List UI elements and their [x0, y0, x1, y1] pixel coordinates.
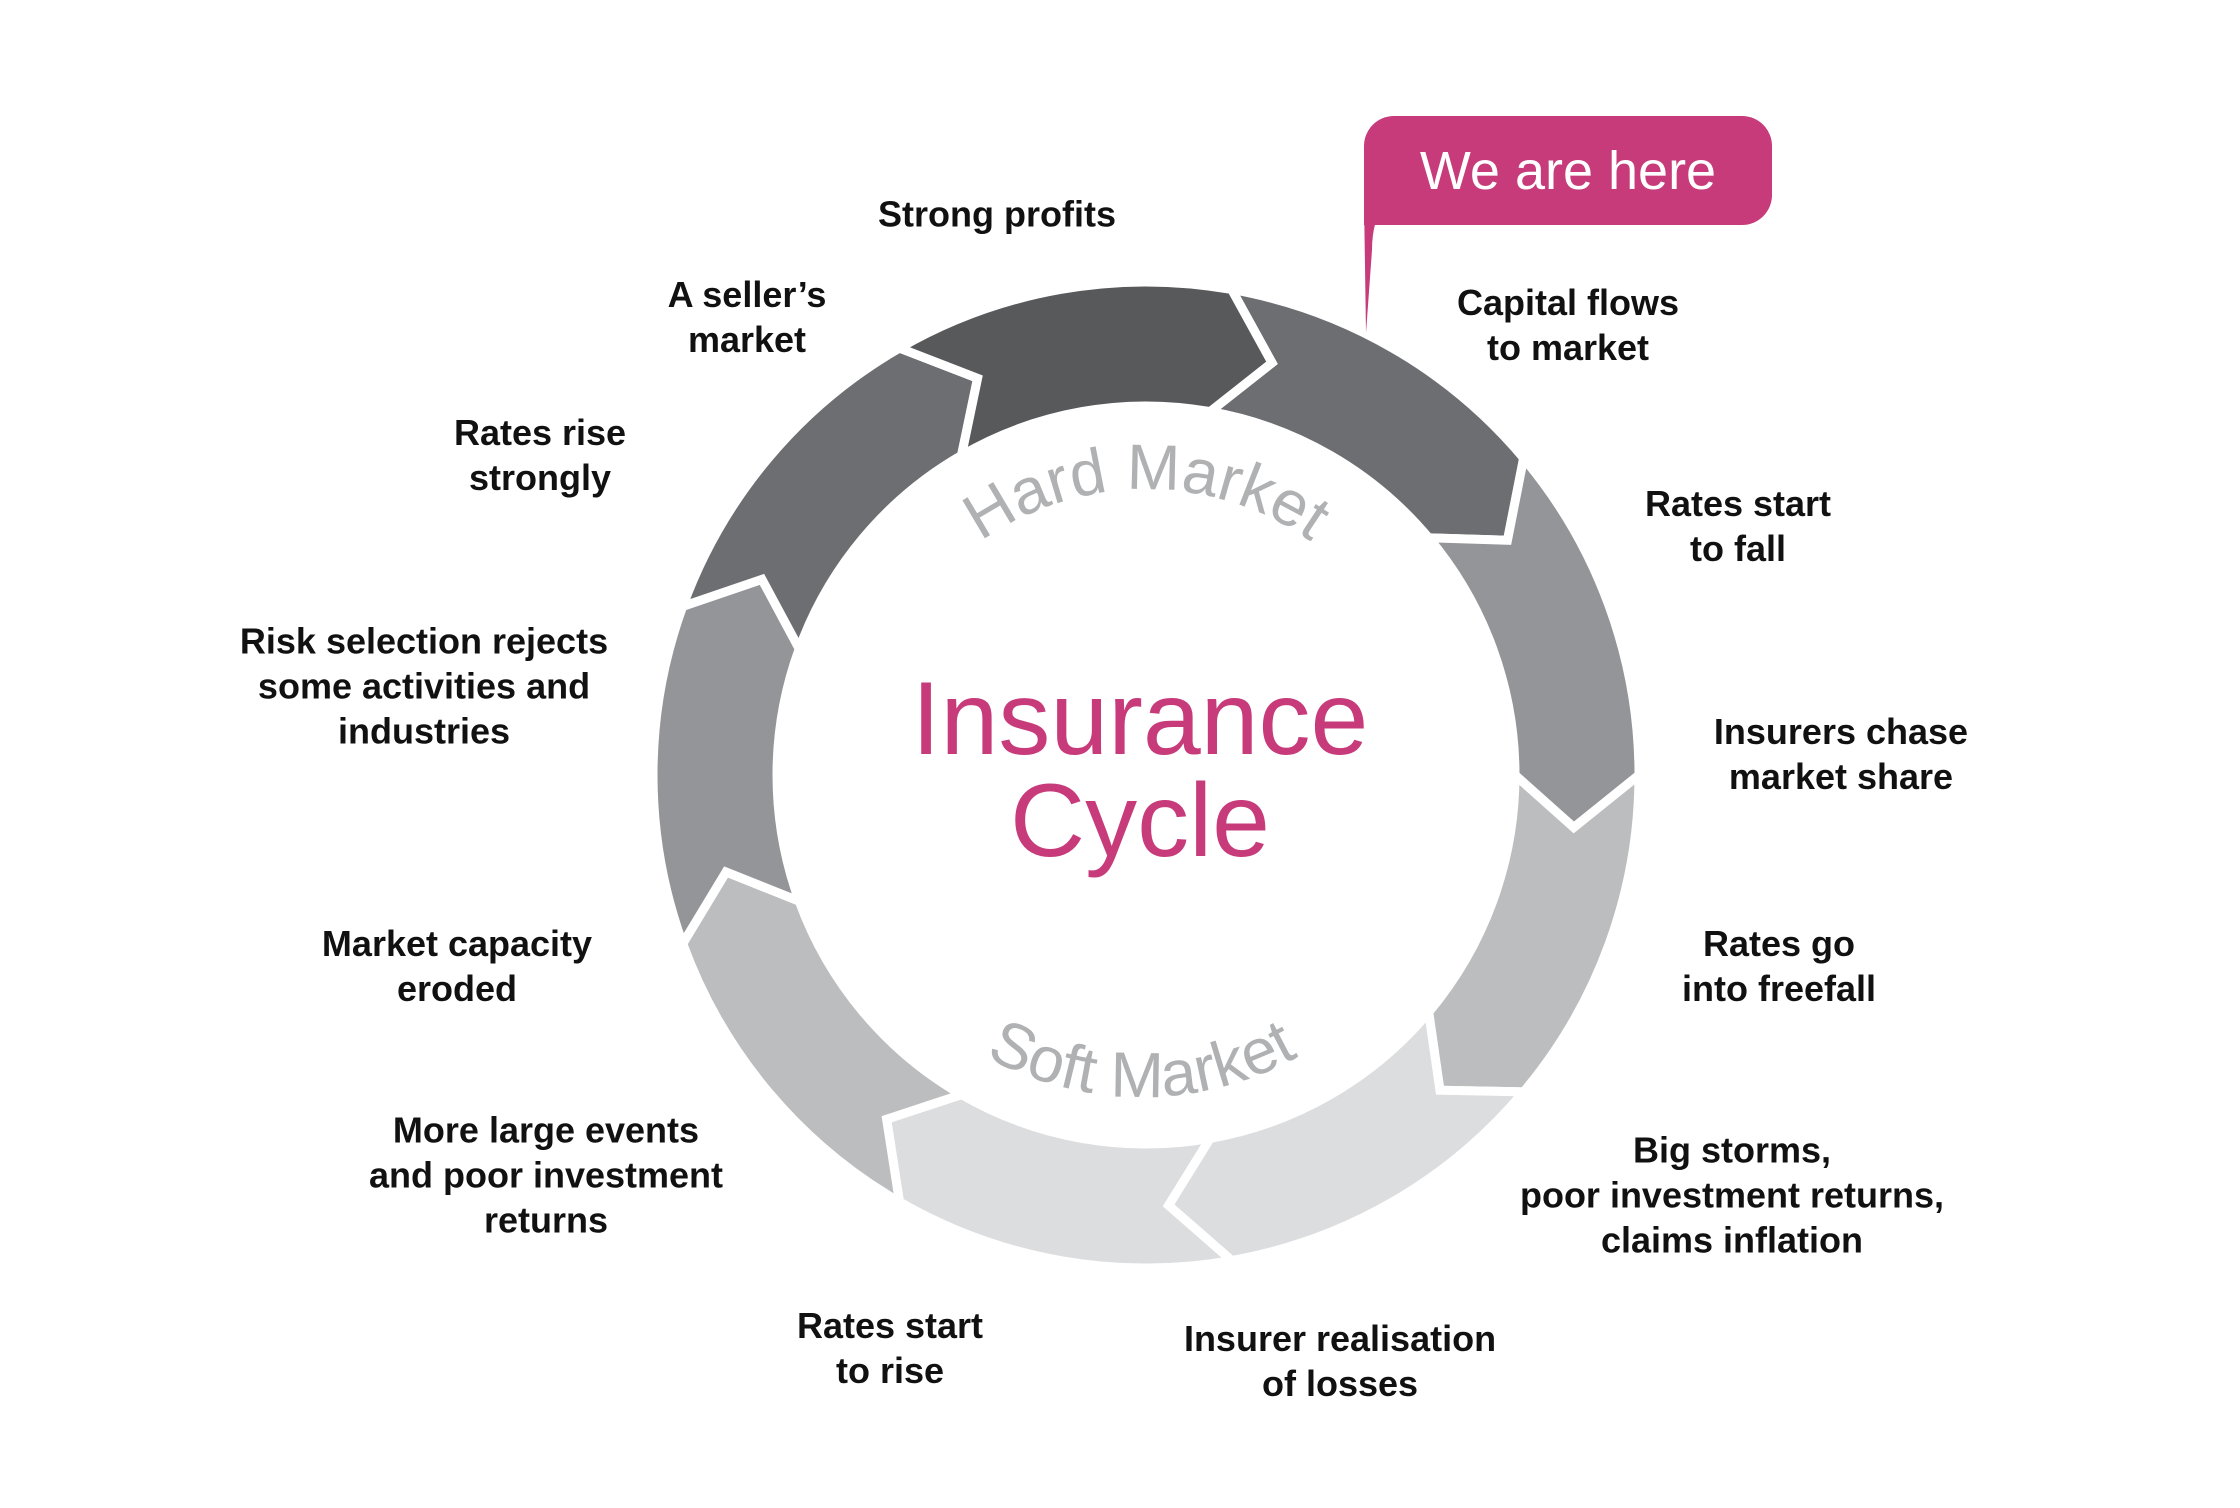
- cycle-segment: [1423, 764, 1644, 1097]
- stage-label-line: of losses: [1261, 1363, 1419, 1404]
- stage-label-line: Strong profits: [878, 193, 1116, 235]
- stage-label-line: More large events: [392, 1109, 700, 1151]
- title-line-1: Insurance: [911, 661, 1369, 777]
- stage-label-line: Rates start: [1644, 483, 1832, 524]
- stage-label-line: Insurers chase: [1713, 711, 1969, 752]
- stage-label-line: Rates go: [1702, 923, 1856, 964]
- stage-label-line: Risk selection rejects: [239, 620, 609, 662]
- stage-label-line: to fall: [1690, 528, 1786, 569]
- stage-label-line: poor investment returns,: [1519, 1174, 1945, 1216]
- stage-label-line: strongly: [468, 457, 612, 498]
- hard-market-label: Hard Market: [951, 431, 1344, 554]
- callout-text: We are here: [1419, 140, 1717, 201]
- stage-label-line: market share: [1728, 756, 1954, 797]
- stage-label-line: Rates rise: [453, 412, 627, 453]
- stage-label-line: into freefall: [1681, 968, 1877, 1009]
- stage-label: Strong profits: [878, 192, 1116, 237]
- stage-label-line: Insurer realisation: [1183, 1318, 1497, 1359]
- soft-market-label: Soft Market: [979, 1005, 1305, 1112]
- cycle-segment: [889, 277, 1278, 465]
- stage-label-line: Capital flows: [1456, 282, 1680, 323]
- stage-label-line: and poor investment: [368, 1154, 724, 1196]
- stage-label-line: to rise: [835, 1350, 945, 1391]
- stage-label-line: Big storms,: [1632, 1129, 1832, 1171]
- stage-label-line: some activities and: [257, 665, 591, 707]
- we-are-here-callout: We are here: [1364, 116, 1772, 225]
- stage-label-line: market: [687, 319, 807, 360]
- title-line-2: Cycle: [1009, 763, 1271, 879]
- stage-label-line: returns: [483, 1199, 609, 1241]
- callout-pointer: [1364, 200, 1386, 333]
- stage-label-line: Rates start: [796, 1305, 984, 1346]
- stage-label-line: eroded: [396, 968, 518, 1009]
- cycle-segment: [881, 1089, 1242, 1273]
- stage-label-line: to market: [1486, 327, 1650, 368]
- stage-label-line: claims inflation: [1600, 1219, 1864, 1261]
- stage-label: Big storms,poor investment returns,claim…: [1520, 1128, 1944, 1263]
- stage-label-line: Market capacity: [321, 923, 593, 964]
- stage-label-line: industries: [337, 710, 511, 752]
- stage-label-line: A seller’s: [667, 274, 827, 315]
